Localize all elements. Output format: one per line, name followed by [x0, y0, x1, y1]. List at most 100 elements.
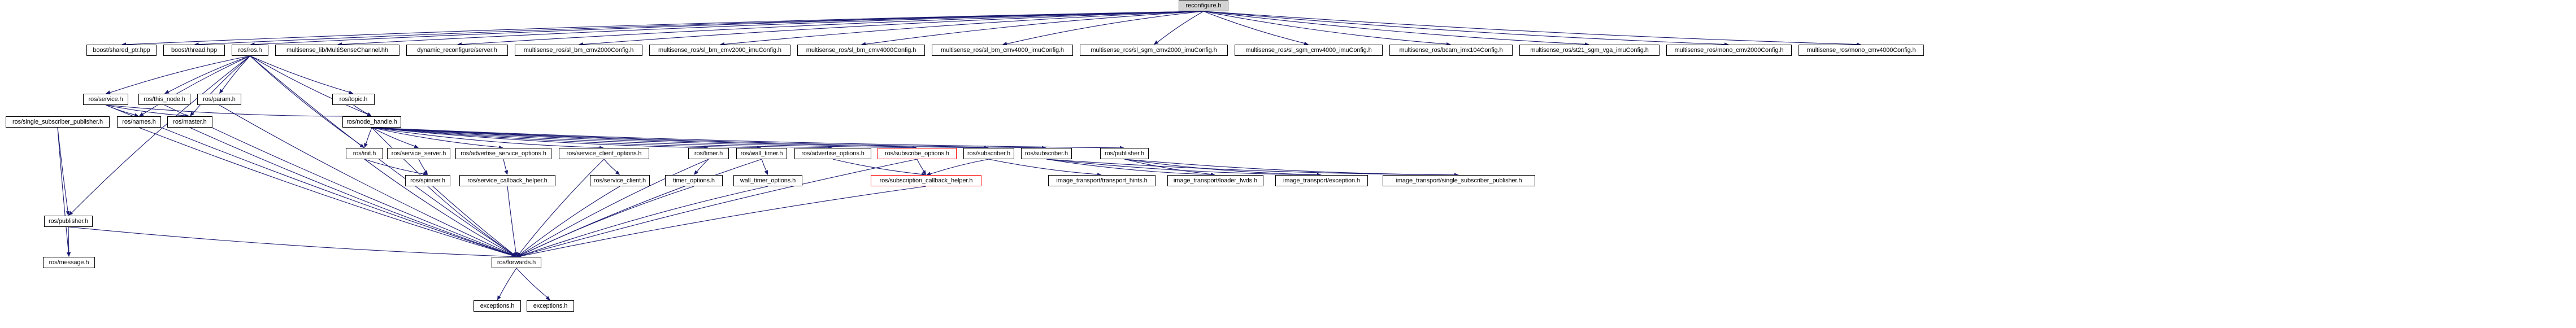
- graph-node-label: ros/subscriber.h: [1024, 150, 1068, 157]
- graph-edge-arrowhead: [367, 112, 372, 116]
- graph-node-label: ros/publisher.h: [1104, 150, 1145, 157]
- graph-node-exceptions1[interactable]: exceptions.h: [474, 300, 521, 312]
- graph-node-service_cb_helper[interactable]: ros/service_callback_helper.h: [459, 175, 555, 186]
- graph-node-label: ros/ros.h: [238, 46, 262, 54]
- graph-node-label: multisense_ros/st21_sgm_vga_imuConfig.h: [1530, 46, 1649, 54]
- graph-node-ros_topic[interactable]: ros/topic.h: [332, 94, 375, 105]
- graph-node-ros_names[interactable]: ros/names.h: [117, 116, 161, 128]
- graph-node-label: exceptions.h: [533, 302, 568, 309]
- graph-node-ros_spinner[interactable]: ros/spinner.h: [405, 175, 450, 186]
- graph-node-label: ros/service.h: [88, 95, 123, 103]
- graph-edge: [697, 159, 709, 172]
- graph-edge: [1203, 11, 1585, 45]
- graph-node-ros_forwards[interactable]: ros/forwards.h: [492, 257, 541, 268]
- graph-node-label: boost/thread.hpp: [171, 46, 217, 54]
- graph-node-ros_ros[interactable]: ros/ros.h: [232, 45, 268, 56]
- graph-edge: [1203, 11, 1305, 44]
- graph-node-timer_options[interactable]: timer_options.h: [665, 175, 723, 186]
- graph-node-mono_cmv4000[interactable]: multisense_ros/mono_cmv4000Config.h: [1799, 45, 1924, 56]
- graph-edge-arrowhead: [219, 89, 224, 94]
- graph-node-sl_bm_cmv2000_imu[interactable]: multisense_ros/sl_bm_cmv2000_imuConfig.h: [649, 45, 790, 56]
- graph-node-label: ros/subscriber.h: [967, 150, 1011, 157]
- graph-node-sl_bm_cmv2000[interactable]: multisense_ros/sl_bm_cmv2000Config.h: [515, 45, 642, 56]
- graph-node-ros_master[interactable]: ros/master.h: [167, 116, 212, 128]
- graph-node-label: ros/this_node.h: [144, 95, 185, 103]
- graph-edge: [371, 127, 913, 148]
- graph-node-boost_shared_ptr[interactable]: boost/shared_ptr.hpp: [86, 45, 157, 56]
- graph-edge: [198, 11, 1204, 45]
- graph-node-subscription_cb[interactable]: ros/subscription_callback_helper.h: [871, 175, 981, 186]
- graph-node-multisense_channel[interactable]: multisense_lib/MultiSenseChannel.hh: [275, 45, 399, 56]
- graph-edge: [371, 127, 600, 148]
- graph-node-sl_bm_cmv4000_imu[interactable]: multisense_ros/sl_bm_cmv4000_imuConfig.h: [932, 45, 1073, 56]
- graph-node-label: ros/service_client_options.h: [566, 150, 642, 157]
- graph-node-label: image_transport/transport_hints.h: [1056, 177, 1148, 184]
- graph-node-ros_subscriber2[interactable]: ros/subscriber.h: [1021, 148, 1072, 159]
- graph-edge: [1157, 11, 1204, 42]
- graph-node-label: ros/init.h: [353, 150, 376, 157]
- graph-edge: [105, 104, 368, 117]
- graph-node-ros_this_node[interactable]: ros/this_node.h: [138, 94, 190, 105]
- graph-node-ros_subscriber1[interactable]: ros/subscriber.h: [963, 148, 1014, 159]
- graph-edge: [250, 55, 350, 93]
- graph-node-wall_timer_options[interactable]: wall_timer_options.h: [733, 175, 802, 186]
- graph-node-bcam_imx104[interactable]: multisense_ros/bcam_imx104Config.h: [1389, 45, 1513, 56]
- graph-node-label: multisense_ros/sl_bm_cmv2000Config.h: [523, 46, 634, 54]
- graph-node-ros_param[interactable]: ros/param.h: [197, 94, 241, 105]
- graph-node-label: image_transport/single_subscriber_publis…: [1396, 177, 1522, 184]
- graph-node-boost_thread[interactable]: boost/thread.hpp: [163, 45, 225, 56]
- graph-node-subscribe_opts[interactable]: ros/subscribe_options.h: [878, 148, 957, 159]
- graph-node-label: ros/forwards.h: [497, 259, 536, 266]
- graph-node-label: multisense_ros/bcam_imx104Config.h: [1399, 46, 1503, 54]
- graph-edge: [1046, 159, 1455, 176]
- graph-node-ros_service[interactable]: ros/service.h: [83, 94, 128, 105]
- graph-node-adv_service_opts[interactable]: ros/advertise_service_options.h: [455, 148, 551, 159]
- graph-node-ros_publisher[interactable]: ros/publisher.h: [44, 216, 93, 227]
- graph-node-label: ros/topic.h: [339, 95, 368, 103]
- graph-node-service_client_opts[interactable]: ros/service_client_options.h: [559, 148, 649, 159]
- graph-node-ros_message[interactable]: ros/message.h: [43, 257, 95, 268]
- graph-node-sl_sgm_cmv4000_imu[interactable]: multisense_ros/sl_sgm_cmv4000_imuConfig.…: [1235, 45, 1383, 56]
- graph-edge: [364, 159, 513, 255]
- graph-node-dynrec_server[interactable]: dynamic_reconfigure/server.h: [406, 45, 508, 56]
- graph-edge: [1046, 159, 1318, 176]
- graph-node-loader_fwds[interactable]: image_transport/loader_fwds.h: [1167, 175, 1263, 186]
- graph-node-ros_wall_timer[interactable]: ros/wall_timer.h: [736, 148, 787, 159]
- graph-node-exceptions2[interactable]: exceptions.h: [527, 300, 574, 312]
- graph-node-ros_publisher_top[interactable]: ros/publisher.h: [1100, 148, 1149, 159]
- graph-node-reconfigure[interactable]: reconfigure.h: [1179, 0, 1228, 11]
- graph-node-it_single_sub_pub[interactable]: image_transport/single_subscriber_publis…: [1383, 175, 1535, 186]
- graph-node-mono_cmv2000[interactable]: multisense_ros/mono_cmv2000Config.h: [1666, 45, 1792, 56]
- graph-node-ros_service_client[interactable]: ros/service_client.h: [590, 175, 650, 186]
- graph-edge: [1124, 159, 1211, 175]
- graph-node-ros_timer[interactable]: ros/timer.h: [688, 148, 729, 159]
- graph-node-label: ros/service_callback_helper.h: [467, 177, 548, 184]
- graph-node-transport_hints[interactable]: image_transport/transport_hints.h: [1048, 175, 1155, 186]
- graph-node-label: multisense_ros/sl_sgm_cmv4000_imuConfig.…: [1245, 46, 1372, 54]
- graph-edge: [519, 159, 605, 254]
- graph-edge: [583, 11, 1204, 45]
- graph-edge: [930, 159, 989, 174]
- graph-edge-arrowhead: [694, 170, 698, 175]
- graph-edge: [57, 127, 69, 253]
- graph-node-label: multisense_ros/sl_bm_cmv4000Config.h: [806, 46, 916, 54]
- graph-edge: [168, 55, 250, 93]
- graph-node-ros_init[interactable]: ros/init.h: [346, 148, 383, 159]
- graph-node-single_sub_pub[interactable]: ros/single_subscriber_publisher.h: [6, 116, 110, 128]
- graph-node-label: ros/service_server.h: [391, 150, 446, 157]
- graph-node-ros_node_handle[interactable]: ros/node_handle.h: [342, 116, 401, 128]
- graph-node-st21_sgm_vga_imu[interactable]: multisense_ros/st21_sgm_vga_imuConfig.h: [1519, 45, 1660, 56]
- graph-node-label: multisense_ros/sl_bm_cmv4000_imuConfig.h: [941, 46, 1064, 54]
- graph-node-label: ros/advertise_options.h: [801, 150, 865, 157]
- graph-edge: [138, 127, 512, 256]
- graph-edge: [105, 104, 186, 116]
- graph-node-sl_sgm_cmv2000_imu[interactable]: multisense_ros/sl_sgm_cmv2000_imuConfig.…: [1080, 45, 1228, 56]
- graph-edge-arrowhead: [764, 170, 768, 175]
- graph-node-it_exception[interactable]: image_transport/exception.h: [1275, 175, 1368, 186]
- graph-edge: [1124, 159, 1318, 175]
- graph-node-sl_bm_cmv4000[interactable]: multisense_ros/sl_bm_cmv4000Config.h: [797, 45, 925, 56]
- graph-node-ros_service_server[interactable]: ros/service_server.h: [387, 148, 450, 159]
- graph-node-advertise_opts[interactable]: ros/advertise_options.h: [794, 148, 871, 159]
- graph-node-label: reconfigure.h: [1185, 2, 1222, 9]
